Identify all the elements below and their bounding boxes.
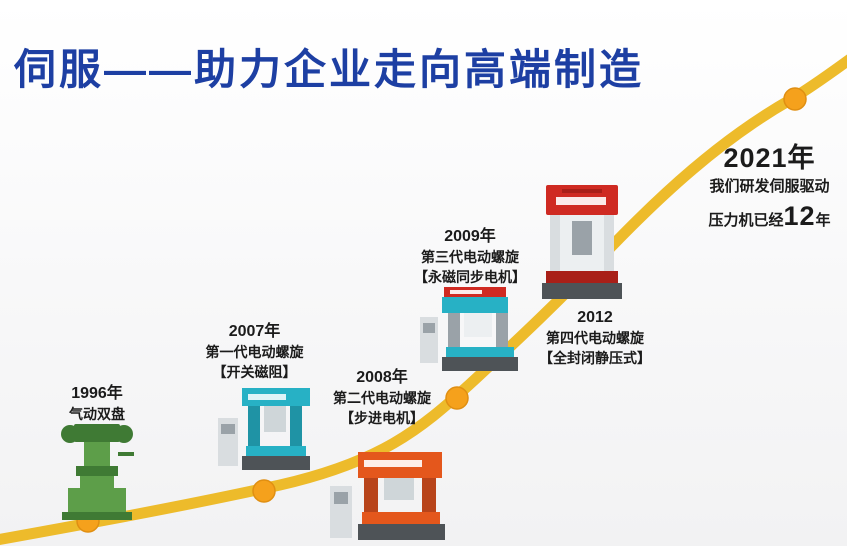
milestone-2007-type: 【开关磁阻】	[212, 364, 297, 380]
milestone-dot-2021	[783, 87, 807, 111]
milestone-2009: 2009年 第三代电动螺旋 【永磁同步电机】	[412, 227, 528, 287]
milestone-2021-summary: 压力机已经12年	[692, 200, 847, 237]
machine-1996-pneumatic-press-illustration	[61, 424, 134, 520]
milestone-2008-year: 2008年	[356, 369, 408, 386]
milestone-2012-type: 【全封闭静压式】	[539, 350, 651, 366]
milestone-2021-year: 2021年	[723, 143, 816, 173]
milestone-2009-type: 【永磁同步电机】	[414, 269, 526, 285]
milestone-2007: 2007年 第一代电动螺旋 【开关磁阻】	[192, 322, 317, 382]
milestone-1996-year: 1996年	[71, 385, 123, 402]
milestone-2007-year: 2007年	[228, 323, 281, 340]
milestone-2008-desc: 第二代电动螺旋	[333, 390, 431, 406]
milestone-2007-desc: 第一代电动螺旋	[205, 344, 304, 360]
milestone-2009-year: 2009年	[444, 228, 496, 245]
machine-2007-electric-screw-press-illustration	[218, 388, 310, 470]
milestone-2012: 2012 第四代电动螺旋 【全封闭静压式】	[534, 308, 656, 368]
page-title: 伺服——助力企业走向高端制造	[14, 46, 645, 93]
milestone-2021-summary-prefix: 压力机已经	[708, 212, 784, 229]
milestone-1996: 1996年 气动双盘	[38, 384, 156, 424]
milestone-2021-desc: 我们研发伺服驱动	[709, 178, 830, 195]
machine-2009-pm-synchronous-press-illustration	[420, 287, 518, 371]
machine-2012-enclosed-servo-press-illustration	[542, 185, 622, 299]
milestone-2012-year: 2012	[577, 309, 613, 326]
milestone-2021: 2021年 我们研发伺服驱动 压力机已经12年	[692, 142, 847, 237]
milestone-2008: 2008年 第二代电动螺旋 【步进电机】	[318, 368, 446, 428]
milestone-2012-desc: 第四代电动螺旋	[546, 330, 644, 346]
milestone-dot-2008	[445, 386, 469, 410]
machine-2008-stepper-screw-press-illustration	[330, 452, 445, 540]
milestone-2021-summary-suffix: 年	[815, 212, 831, 229]
milestone-1996-desc: 气动双盘	[69, 406, 125, 422]
milestone-2008-type: 【步进电机】	[340, 410, 424, 426]
milestone-2021-years-count: 12	[783, 201, 816, 231]
milestone-dot-2007	[252, 479, 276, 503]
milestone-2009-desc: 第三代电动螺旋	[421, 249, 519, 265]
